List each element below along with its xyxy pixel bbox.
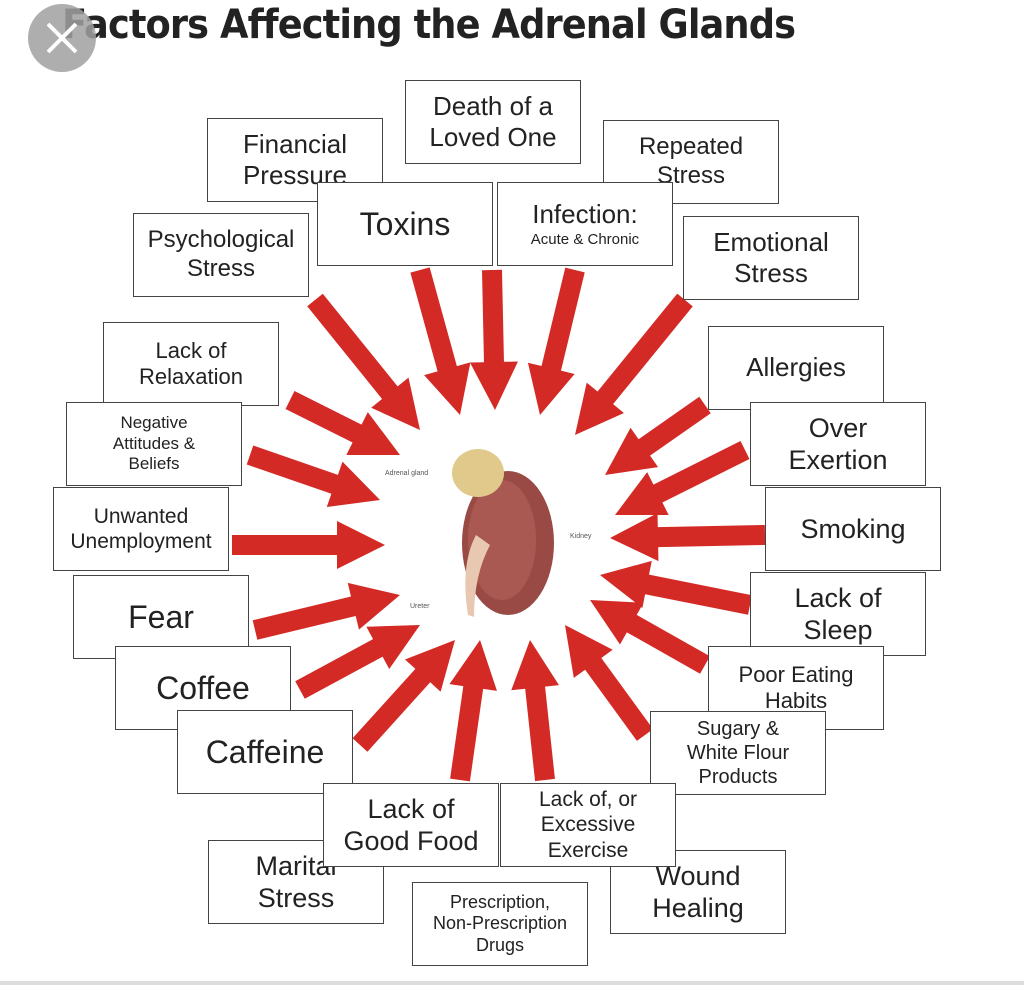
- factor-box: Lack of Good Food: [323, 783, 499, 867]
- factor-box: Lack of, or Excessive Exercise: [500, 783, 676, 867]
- factor-box: Fear: [73, 575, 249, 659]
- close-icon: [46, 22, 78, 54]
- arrow: [352, 640, 455, 752]
- factor-label: Financial Pressure: [242, 128, 348, 190]
- factor-label: Sugary & White Flour Products: [686, 718, 790, 788]
- arrow: [610, 513, 766, 562]
- arrow: [285, 391, 400, 455]
- arrow: [565, 625, 654, 741]
- arrow: [252, 582, 400, 640]
- arrow: [511, 640, 559, 782]
- factor-box: Lack of Sleep: [750, 572, 926, 656]
- factor-label: Smoking: [800, 513, 906, 544]
- factor-label: Infection:: [532, 199, 638, 230]
- factor-label: Lack of Relaxation: [139, 337, 243, 389]
- factor-label: Unwanted Unemployment: [70, 504, 212, 553]
- factor-box: Prescription, Non-Prescription Drugs: [412, 882, 588, 966]
- factor-box: Infection:Acute & Chronic: [497, 182, 673, 266]
- factor-sublabel: Acute & Chronic: [530, 230, 640, 248]
- factor-label: Fear: [128, 598, 194, 635]
- kidney-illustration: [440, 445, 570, 630]
- arrow: [295, 625, 420, 699]
- arrow: [246, 445, 380, 507]
- factor-label: Wound Healing: [652, 860, 744, 923]
- factor-box: Negative Attitudes & Beliefs: [66, 402, 242, 486]
- factor-label: Lack of Sleep: [794, 582, 882, 645]
- arrow: [307, 293, 420, 430]
- factor-box: Over Exertion: [750, 402, 926, 486]
- close-button[interactable]: [28, 4, 96, 72]
- factor-box: Death of a Loved One: [405, 80, 581, 164]
- arrow: [410, 267, 471, 415]
- factor-label: Lack of, or Excessive Exercise: [538, 788, 638, 862]
- arrow: [527, 267, 585, 415]
- page-title: Factors Affecting the Adrenal Glands: [62, 2, 796, 48]
- factor-box: Emotional Stress: [683, 216, 859, 300]
- arrow: [469, 269, 518, 410]
- factor-label: Coffee: [156, 669, 250, 706]
- arrow: [232, 521, 385, 569]
- factor-label: Caffeine: [205, 733, 325, 770]
- factor-box: Toxins: [317, 182, 493, 266]
- arrow: [615, 441, 750, 515]
- factor-box: Caffeine: [177, 710, 353, 794]
- arrow: [449, 640, 497, 782]
- factor-box: Psychological Stress: [133, 213, 309, 297]
- adrenal-gland-label: Adrenal gland: [385, 470, 429, 477]
- factor-label: Allergies: [746, 352, 846, 383]
- factor-box: Smoking: [765, 487, 941, 571]
- factor-label: Negative Attitudes & Beliefs: [112, 413, 196, 474]
- factor-label: Prescription, Non-Prescription Drugs: [432, 891, 568, 955]
- factor-box: Unwanted Unemployment: [53, 487, 229, 571]
- factor-label: Poor Eating Habits: [738, 661, 854, 713]
- arrow: [575, 293, 693, 435]
- factor-label: Lack of Good Food: [343, 793, 479, 856]
- factor-label: Emotional Stress: [713, 226, 829, 288]
- factor-box: Allergies: [708, 326, 884, 410]
- factor-label: Over Exertion: [788, 412, 888, 475]
- factor-label: Marital Stress: [255, 850, 337, 913]
- arrow: [600, 560, 752, 615]
- divider: [0, 981, 1024, 985]
- arrow: [590, 600, 710, 674]
- factor-label: Death of a Loved One: [429, 90, 557, 152]
- factor-box: Sugary & White Flour Products: [650, 711, 826, 795]
- ureter-label: Ureter: [410, 603, 430, 610]
- factor-label: Psychological Stress: [147, 226, 295, 282]
- factor-box: Lack of Relaxation: [103, 322, 279, 406]
- arrow: [605, 396, 711, 475]
- factor-label: Toxins: [359, 205, 451, 242]
- kidney-label: Kidney: [570, 533, 592, 540]
